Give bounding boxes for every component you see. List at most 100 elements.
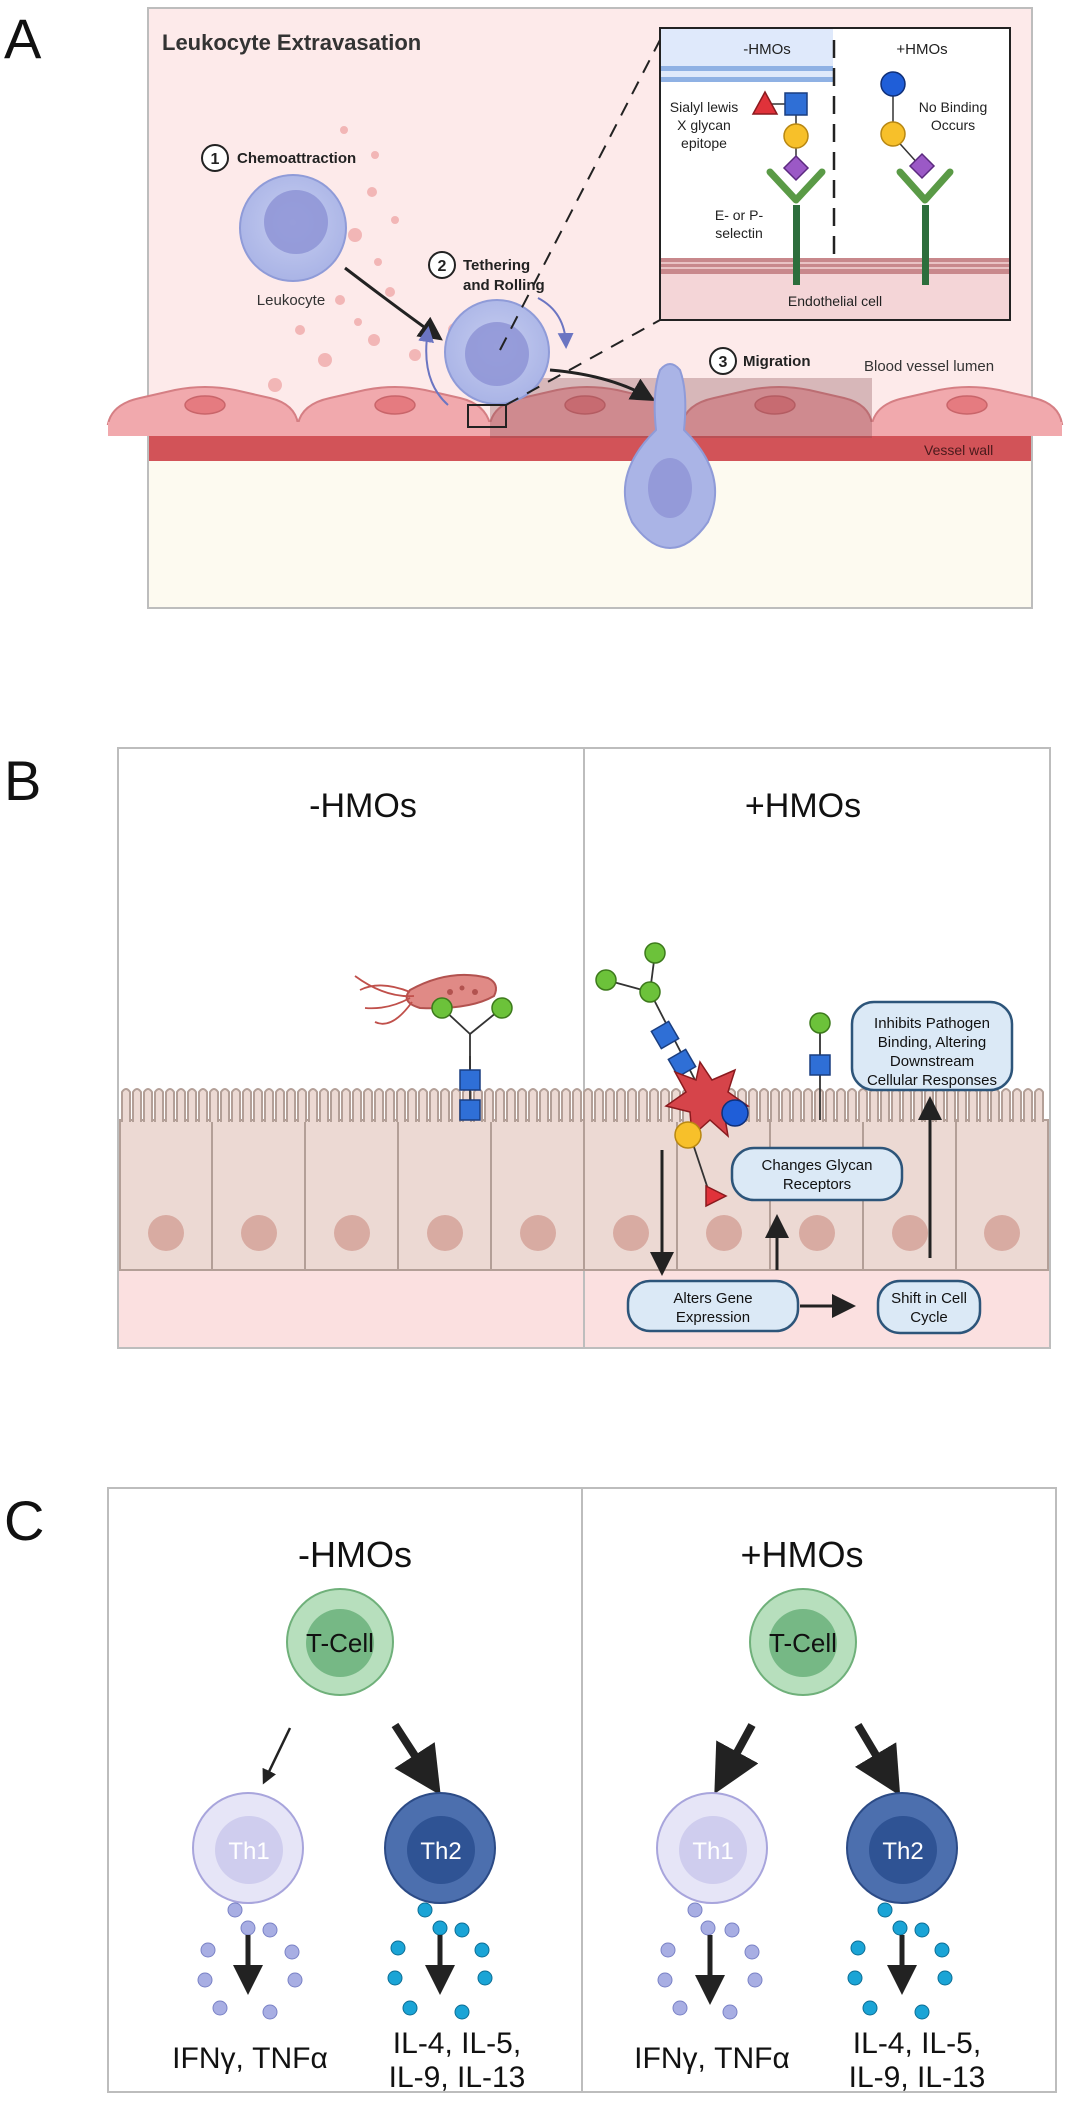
microvillus — [253, 1088, 263, 1122]
microvillus — [330, 1088, 340, 1122]
microvillus — [429, 1088, 439, 1122]
inhibits-line4: Cellular Responses — [867, 1072, 997, 1089]
microvillus — [286, 1088, 296, 1122]
step1-label: Chemoattraction — [237, 150, 356, 167]
bacterium — [354, 973, 497, 1025]
fucose-triangle — [751, 90, 779, 115]
sialic-diamond — [782, 154, 810, 182]
microvillus — [847, 1088, 857, 1122]
microvillus — [385, 1088, 395, 1122]
microvillus — [143, 1088, 153, 1122]
microvillus — [550, 1088, 560, 1122]
step2-label-line2: and Rolling — [463, 277, 545, 294]
microvillus — [616, 1088, 626, 1122]
microvillus — [880, 1088, 890, 1122]
microvillus — [484, 1088, 494, 1122]
lumen-label: Blood vessel lumen — [864, 358, 994, 375]
microvillus — [649, 1088, 659, 1122]
alters-line1: Alters Gene — [673, 1290, 752, 1307]
glcnac-square — [784, 92, 808, 116]
microvillus — [627, 1088, 637, 1122]
microvillus — [781, 1088, 791, 1122]
microvillus — [352, 1088, 362, 1122]
th2-left-cytokines-2: IL-9, IL-13 — [389, 2061, 526, 2094]
th2-right-label: Th2 — [882, 1838, 923, 1865]
th2-left-label: Th2 — [420, 1838, 461, 1865]
step2-label-line1: Tethering — [463, 257, 530, 274]
leukocyte-label: Leukocyte — [257, 292, 325, 309]
microvillus — [902, 1088, 912, 1122]
microvillus — [979, 1088, 989, 1122]
microvillus — [572, 1088, 582, 1122]
microvillus — [825, 1088, 835, 1122]
microvillus — [638, 1088, 648, 1122]
changes-line2: Receptors — [783, 1176, 851, 1193]
microvillus — [539, 1088, 549, 1122]
step3-label: Migration — [743, 353, 811, 370]
panel-b-plus-title: +HMOs — [745, 787, 861, 825]
microvillus — [363, 1088, 373, 1122]
microvillus — [264, 1088, 274, 1122]
inhibits-line3: Downstream — [890, 1053, 974, 1070]
microvillus — [748, 1088, 758, 1122]
panel-b-letter: B — [4, 749, 42, 812]
microvillus — [583, 1088, 593, 1122]
microvillus — [1012, 1088, 1022, 1122]
pathogen-star — [664, 1060, 750, 1138]
microvillus — [869, 1088, 879, 1122]
endothelial-label: Endothelial cell — [788, 293, 882, 309]
microvillus — [440, 1088, 450, 1122]
panel-a-letter: A — [4, 7, 42, 70]
microvillus — [451, 1088, 461, 1122]
inset-plus-hmos: +HMOs — [896, 41, 947, 58]
microvillus — [990, 1088, 1000, 1122]
selectin-label-2: selectin — [715, 225, 762, 241]
microvillus — [913, 1088, 923, 1122]
step1-number: 1 — [211, 151, 220, 168]
microvillus — [165, 1088, 175, 1122]
sialyl-label-3: epitope — [681, 135, 727, 151]
microvillus — [1023, 1088, 1033, 1122]
glycan-left — [431, 997, 513, 1121]
right-group: T-Cell Th1 Th2 IFNγ, TNFα IL-4, IL-5, IL… — [634, 1588, 985, 2094]
th1-left-cytokines: IFNγ, TNFα — [172, 2042, 328, 2075]
th1-left-label: Th1 — [228, 1838, 269, 1865]
microvillus — [770, 1088, 780, 1122]
microvillus — [407, 1088, 417, 1122]
microvillus — [858, 1088, 868, 1122]
microvillus — [957, 1088, 967, 1122]
microvillus — [231, 1088, 241, 1122]
microvillus — [275, 1088, 285, 1122]
panel-c: -HMOs +HMOs T-Cell Th1 Th2 IFNγ, TNFα IL… — [107, 1487, 1057, 2094]
microvillus — [187, 1088, 197, 1122]
shift-line1: Shift in Cell — [891, 1290, 967, 1307]
migrating-leukocyte — [623, 363, 717, 550]
microvillus — [594, 1088, 604, 1122]
microvillus — [946, 1088, 956, 1122]
microvillus — [891, 1088, 901, 1122]
microvillus — [209, 1088, 219, 1122]
microvillus — [220, 1088, 230, 1122]
inhibits-line2: Binding, Altering — [878, 1034, 986, 1051]
microvillus — [495, 1088, 505, 1122]
changes-line1: Changes Glycan — [762, 1157, 873, 1174]
step3-number: 3 — [719, 354, 728, 371]
shift-line2: Cycle — [910, 1309, 948, 1326]
panel-a: Leukocyte Extravasation 1 Chemoattractio… — [106, 7, 1064, 609]
microvillus — [418, 1088, 428, 1122]
alters-line2: Expression — [676, 1309, 750, 1326]
no-binding-1: No Binding — [919, 99, 988, 115]
panel-b-minus-title: -HMOs — [309, 787, 417, 825]
vessel-wall-band — [148, 433, 1032, 461]
th1-right-cytokines: IFNγ, TNFα — [634, 2042, 790, 2075]
sialyl-label-2: X glycan — [677, 117, 731, 133]
th2-left-cytokines-1: IL-4, IL-5, — [393, 2027, 521, 2060]
selectin-label-1: E- or P- — [715, 207, 764, 223]
microvillus — [198, 1088, 208, 1122]
microvillus — [836, 1088, 846, 1122]
microvillus — [319, 1088, 329, 1122]
microvillus — [308, 1088, 318, 1122]
left-group: T-Cell Th1 Th2 IFNγ, TNFα IL-4, IL-5, IL… — [172, 1588, 526, 2094]
microvillus — [176, 1088, 186, 1122]
tcell-left-label: T-Cell — [306, 1628, 374, 1658]
